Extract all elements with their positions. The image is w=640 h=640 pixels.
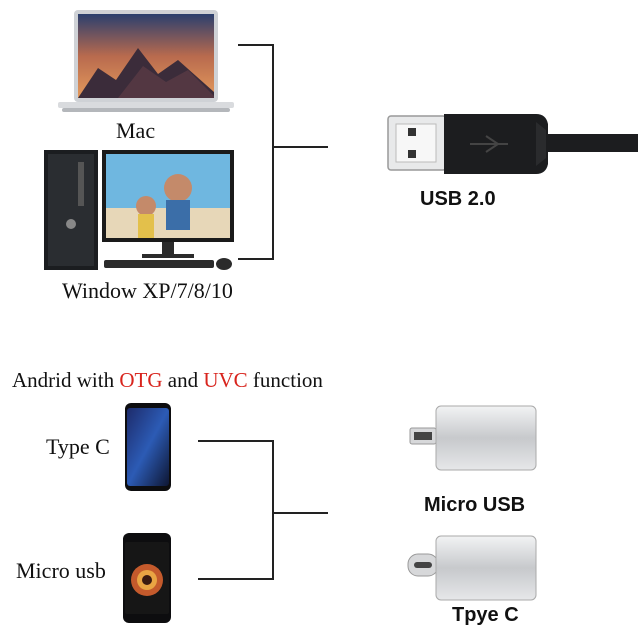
- bracket-line-connector-top: [272, 146, 328, 148]
- micro-usb-phone-image: [122, 532, 172, 624]
- heading-part3: function: [247, 368, 323, 392]
- bracket-line-connector-bottom: [272, 512, 328, 514]
- windows-desktop-image: [42, 148, 238, 272]
- bracket-line-vertical-bottom: [272, 440, 274, 580]
- type-c-label: Type C: [46, 434, 110, 459]
- heading-part1: Andrid with: [12, 368, 120, 392]
- bracket-line-vertical-top: [272, 44, 274, 260]
- windows-label: Window XP/7/8/10: [62, 278, 233, 303]
- heading-uvc: UVC: [203, 368, 248, 392]
- usb-label: USB 2.0: [420, 188, 496, 210]
- adapter-type-c-label: Tpye C: [452, 604, 519, 626]
- heading-part2: and: [162, 368, 204, 392]
- mac-laptop-image: [58, 8, 234, 114]
- heading-otg: OTG: [119, 368, 163, 392]
- bracket-line-windows: [238, 258, 274, 260]
- android-heading: Andrid with OTG and UVC function: [12, 368, 323, 393]
- mac-label: Mac: [116, 118, 156, 143]
- micro-usb-label: Micro usb: [16, 558, 106, 583]
- type-c-phone-image: [124, 402, 172, 492]
- usb-plug-image: [386, 108, 638, 182]
- micro-usb-adapter-image: [408, 402, 540, 474]
- bracket-line-micro-usb: [198, 578, 274, 580]
- type-c-adapter-image: [404, 532, 540, 604]
- bracket-line-mac: [238, 44, 274, 46]
- adapter-micro-label: Micro USB: [424, 494, 526, 516]
- bracket-line-type-c: [198, 440, 274, 442]
